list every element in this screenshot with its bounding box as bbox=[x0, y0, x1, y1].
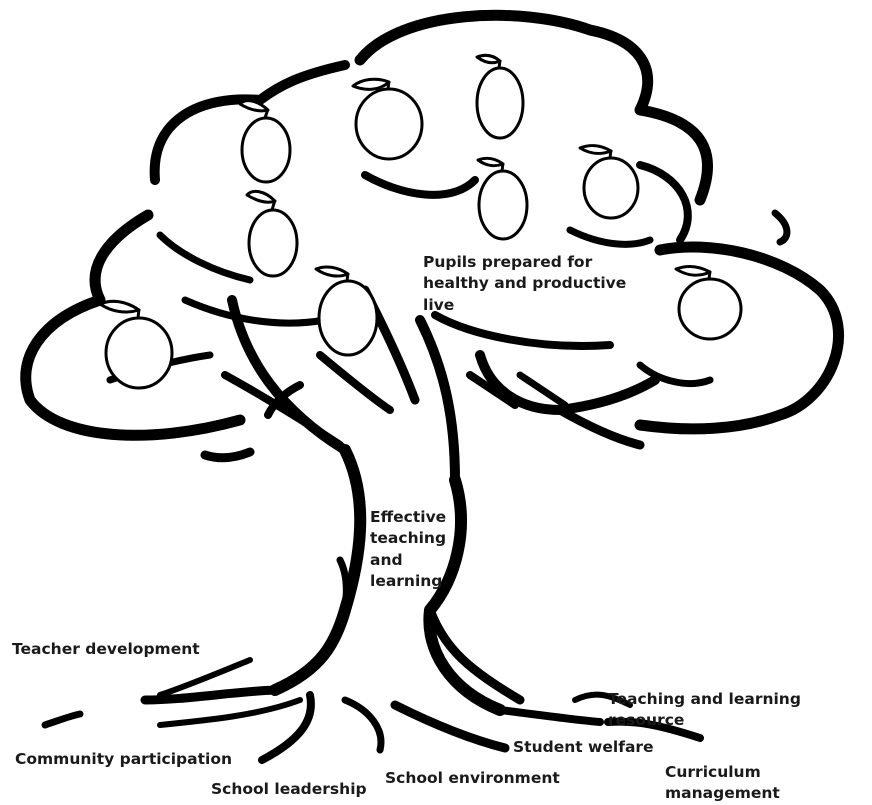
tree-roots bbox=[41, 657, 704, 764]
root-label-community-participation: Community participation bbox=[15, 750, 232, 768]
tree-branches bbox=[221, 285, 660, 485]
apples bbox=[98, 53, 743, 390]
apple-icon bbox=[578, 144, 640, 220]
trunk-core-label: Effective teaching and learning bbox=[370, 508, 447, 591]
apple-icon bbox=[351, 77, 424, 161]
tree-trunk bbox=[269, 444, 525, 716]
root-label-school-environment: School environment bbox=[385, 769, 560, 787]
root-label-curriculum-management: Curriculum management bbox=[665, 763, 780, 803]
root-label-student-welfare: Student welfare bbox=[513, 738, 654, 756]
root-label-teacher-development: Teacher development bbox=[12, 640, 200, 658]
apple-icon bbox=[475, 53, 525, 140]
tree-canopy-outline bbox=[20, 9, 844, 463]
apple-icon bbox=[238, 99, 292, 184]
apple-icon bbox=[245, 189, 299, 278]
apple-icon bbox=[98, 299, 174, 390]
root-label-school-leadership: School leadership bbox=[211, 780, 367, 798]
canopy-outcome-label: Pupils prepared for healthy and producti… bbox=[423, 253, 627, 314]
apple-icon bbox=[476, 156, 529, 241]
root-label-teaching-learning-resources: Teaching and learning resource bbox=[608, 690, 801, 730]
apple-icon bbox=[674, 265, 743, 341]
apple-icon bbox=[314, 265, 379, 357]
